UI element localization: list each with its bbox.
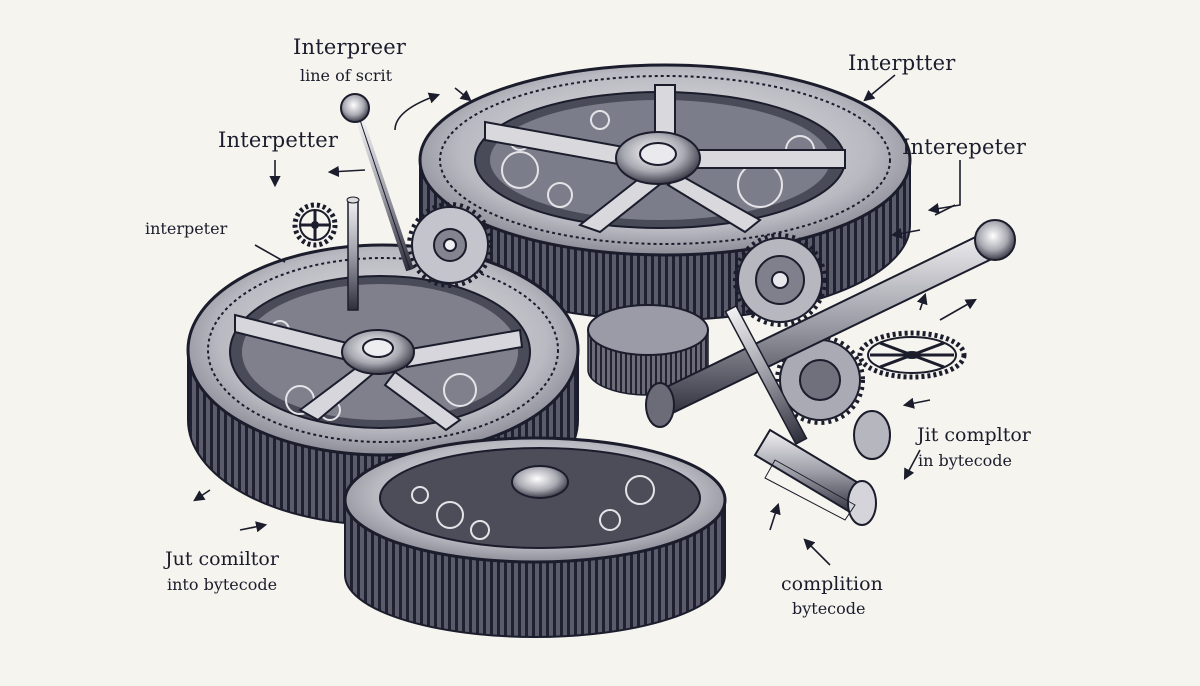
label-interpreter-left: Interpetter <box>218 128 339 152</box>
middle-gear-cluster <box>407 202 865 425</box>
label-jit-compiler-right: Jit compltor <box>917 424 1031 446</box>
label-interpreter-top-left: Interpreer <box>293 35 407 59</box>
small-right-wheel-gear <box>857 330 967 380</box>
small-wheel-gear <box>292 202 338 248</box>
shaft-icon <box>645 219 1016 526</box>
arrow-icon <box>193 74 977 566</box>
label-complition: complition <box>781 573 883 595</box>
label-jit-compiler-right-sub: in bytecode <box>918 451 1012 470</box>
top-large-gear <box>418 63 912 321</box>
label-line-of-script: line of scrit <box>300 66 393 85</box>
label-interpreter-right: Interepeter <box>902 135 1027 159</box>
label-jit-compiler-left: Jut comiltor <box>165 548 279 570</box>
label-jit-compiler-left-sub: into bytecode <box>167 575 278 594</box>
lever-icon <box>340 93 414 311</box>
bottom-gear <box>343 436 727 638</box>
label-complition-sub: bytecode <box>792 599 866 618</box>
label-interpreter-small: interpeter <box>145 219 228 238</box>
label-interpreter-top-right: Interptter <box>848 51 956 75</box>
